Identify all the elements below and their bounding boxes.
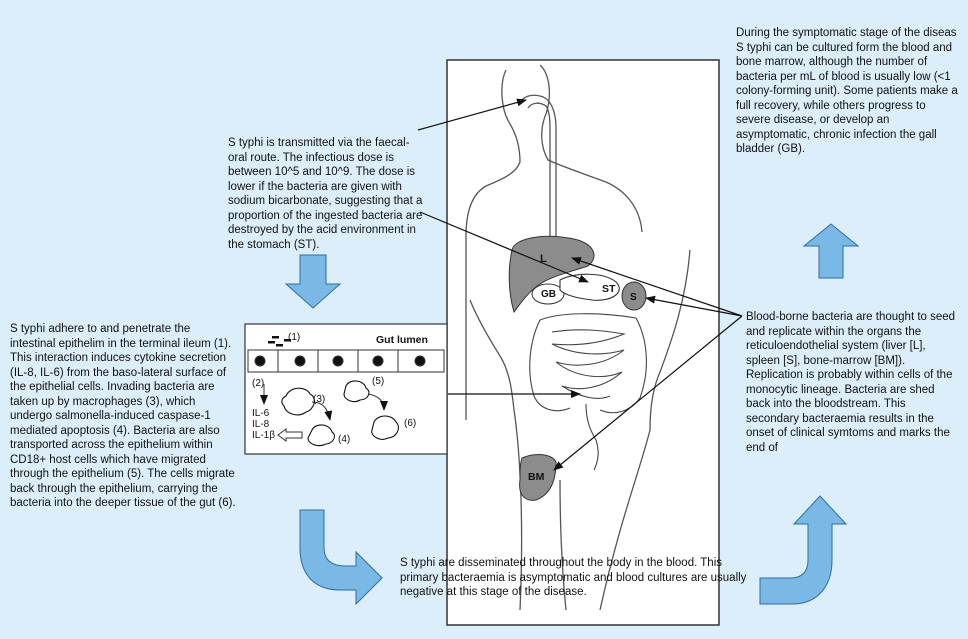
step6-label: (6): [404, 418, 416, 429]
spleen-label: S: [630, 292, 637, 303]
transmission-text: S typhi is transmitted via the faecal-or…: [228, 136, 424, 252]
il1b-label: IL-1β: [252, 430, 275, 441]
step1-label: (1): [288, 332, 300, 343]
symptomatic-text: During the symptomatic stage of the dise…: [736, 26, 960, 157]
gut-lumen-label: Gut lumen: [376, 334, 428, 346]
il8-label: IL-8: [252, 419, 270, 430]
gall-bladder-label: GB: [541, 289, 556, 300]
bone-marrow-label: BM: [528, 471, 545, 483]
il6-label: IL-6: [252, 408, 270, 419]
curved-arrow-lower-right: [760, 496, 846, 604]
step2-label: (2): [252, 378, 264, 389]
adhere-text: S typhi adhere to and penetrate the inte…: [10, 322, 236, 511]
up-arrow-right: [804, 224, 858, 278]
body-panel: [447, 60, 719, 625]
step5-label: (5): [372, 376, 384, 387]
step4-label: (4): [338, 434, 350, 445]
blood-borne-text: Blood-borne bacteria are thought to seed…: [746, 310, 960, 455]
liver-label: L: [540, 253, 547, 265]
stomach-label: ST: [602, 283, 616, 295]
curved-arrow-lower-left: [300, 510, 382, 604]
down-arrow-upper: [286, 255, 340, 308]
disseminated-text: S typhi are disseminated throughout the …: [400, 556, 752, 600]
step3-label: (3): [313, 394, 325, 405]
